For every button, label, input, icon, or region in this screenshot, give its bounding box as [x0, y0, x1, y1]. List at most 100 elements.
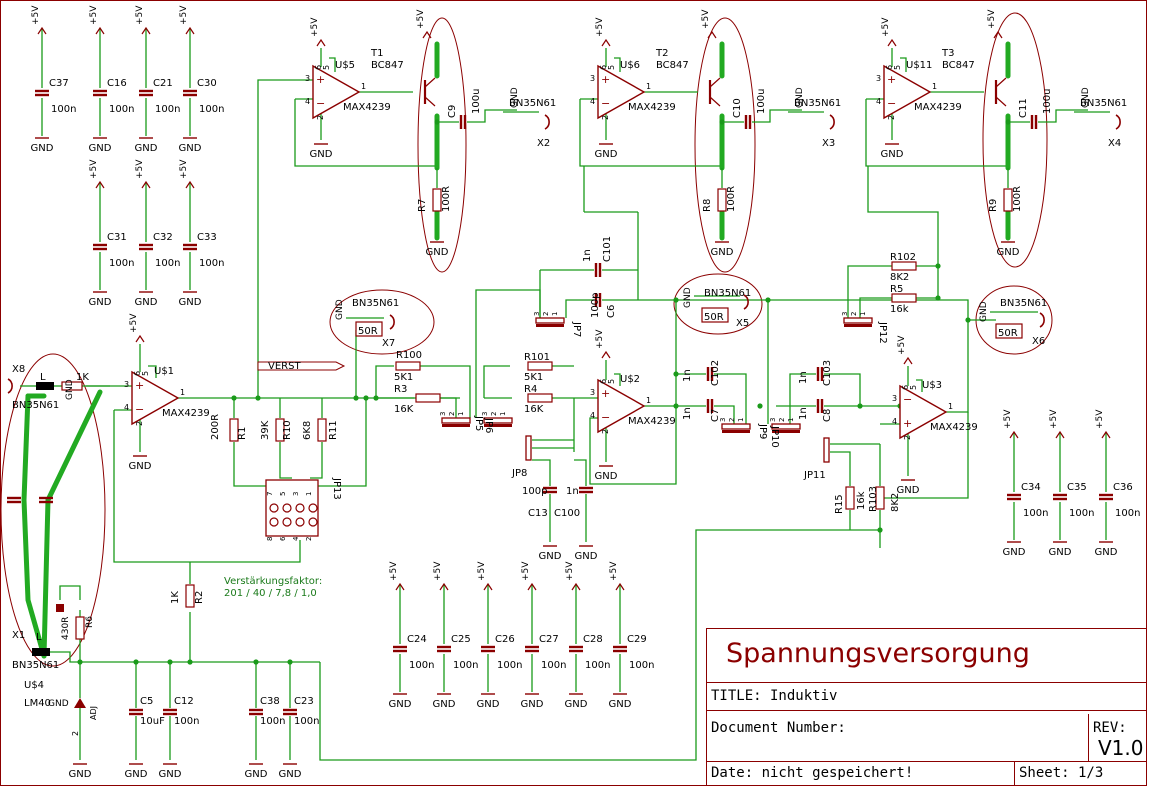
- transistor-icon: [995, 77, 1007, 88]
- jumper-icon: [536, 324, 564, 327]
- part-labels: +5VGNDC37100n+5VGNDC16100n+5VGNDC21100n+…: [12, 5, 1140, 780]
- label: 5: [141, 371, 150, 376]
- diode-icon: [56, 604, 64, 612]
- jumper-icon: [484, 424, 512, 427]
- ground-label: GND: [575, 551, 598, 562]
- label: 100n: [155, 104, 180, 115]
- label: R103: [868, 486, 879, 512]
- coax-connector-icon: [1039, 312, 1045, 328]
- supply-arrow-icon: [439, 582, 449, 591]
- label: 16K: [394, 404, 414, 415]
- supply-label: +5V: [310, 17, 320, 37]
- supply-arrow-icon: [395, 582, 405, 591]
- label: 5: [893, 65, 902, 70]
- jumper-icon: [535, 317, 565, 324]
- transistor-icon: [424, 77, 436, 88]
- pin-polarity: −: [601, 97, 610, 110]
- label: 6: [314, 65, 323, 70]
- wire: [589, 300, 677, 485]
- wire: [859, 297, 892, 318]
- supply-label: +5V: [1049, 409, 1059, 429]
- label: X3: [822, 138, 835, 149]
- pin-icon: [295, 503, 305, 513]
- supply-label: +5V: [31, 5, 41, 25]
- wire: [113, 410, 301, 563]
- ground-label: GND: [565, 699, 588, 710]
- wire: [440, 397, 457, 418]
- label: X7: [382, 338, 395, 349]
- transistor-icon: [995, 96, 1007, 107]
- label: 100n: [585, 660, 610, 671]
- supply-arrow-icon: [887, 38, 897, 47]
- supply-arrow-icon: [95, 180, 105, 189]
- label: C31: [107, 232, 127, 243]
- wire: [294, 99, 439, 167]
- resistor-icon: [875, 486, 885, 510]
- label: 5: [322, 65, 331, 70]
- label: 100n: [1023, 508, 1048, 519]
- wire: [752, 109, 802, 123]
- label: 50R: [998, 328, 1018, 339]
- wire: [279, 462, 292, 479]
- label: X5: [736, 318, 749, 329]
- net-label-verst: VERST: [268, 361, 301, 372]
- jumper-icon: [823, 437, 830, 463]
- label: 100n: [260, 716, 285, 727]
- pin-polarity: −: [601, 411, 610, 424]
- label: BN35N61: [509, 98, 556, 109]
- label: 100n: [541, 660, 566, 671]
- label: 2: [448, 412, 456, 416]
- wire: [178, 79, 313, 399]
- junction: [757, 403, 763, 409]
- supply-label: +5V: [416, 9, 426, 29]
- label: 100p: [590, 293, 601, 318]
- transistor-icon: [424, 96, 436, 107]
- label: 100n: [294, 716, 319, 727]
- wire: [50, 651, 80, 663]
- pin-polarity: −: [135, 403, 144, 416]
- label: X4: [1108, 138, 1121, 149]
- label: 1K: [170, 591, 181, 604]
- opamp-icon: [883, 64, 932, 120]
- sheet-title: Spannungsversorgung: [726, 638, 1030, 669]
- pin-icon: [295, 517, 305, 527]
- label: 16k: [856, 491, 867, 510]
- label: R100: [396, 350, 422, 361]
- wire: [614, 57, 621, 72]
- resistor-icon: [395, 361, 421, 371]
- label: 1n: [682, 407, 693, 420]
- label: JP11: [803, 470, 826, 481]
- net-label-flag-icon: [257, 361, 346, 371]
- inductor-icon: [36, 382, 54, 390]
- supply-arrow-icon: [141, 180, 151, 189]
- label: C102: [710, 360, 721, 386]
- label: X1: [12, 630, 25, 641]
- resistor-icon: [229, 418, 239, 442]
- supply-arrow-icon: [483, 582, 493, 591]
- label: 2: [728, 418, 736, 422]
- supply-arrow-icon: [185, 180, 195, 189]
- label: JP5: [473, 415, 484, 431]
- sheet-field: Sheet: 1/3: [1019, 765, 1104, 781]
- termination-resistor-icon: [995, 323, 1023, 339]
- label: 1: [948, 402, 953, 411]
- resistor-icon: [432, 188, 442, 212]
- label: 100R: [726, 186, 737, 212]
- label: 6: [901, 385, 910, 390]
- supply-label: +5V: [897, 335, 907, 355]
- label: T3: [941, 48, 954, 59]
- label: ADJ: [89, 706, 98, 720]
- gain-values: 201 / 40 / 7,8 / 1,0: [224, 588, 317, 599]
- supply-label: +5V: [135, 5, 145, 25]
- label: 2: [135, 421, 144, 426]
- wire: [579, 99, 724, 167]
- supply-label: +5V: [129, 313, 139, 333]
- coax-connector-icon: [829, 114, 835, 130]
- label: 2: [887, 115, 896, 120]
- resistor-icon: [891, 293, 917, 303]
- ground-label: GND: [609, 699, 632, 710]
- label: R3: [394, 384, 407, 395]
- supply-label: +5V: [89, 5, 99, 25]
- label: BN35N61: [794, 98, 841, 109]
